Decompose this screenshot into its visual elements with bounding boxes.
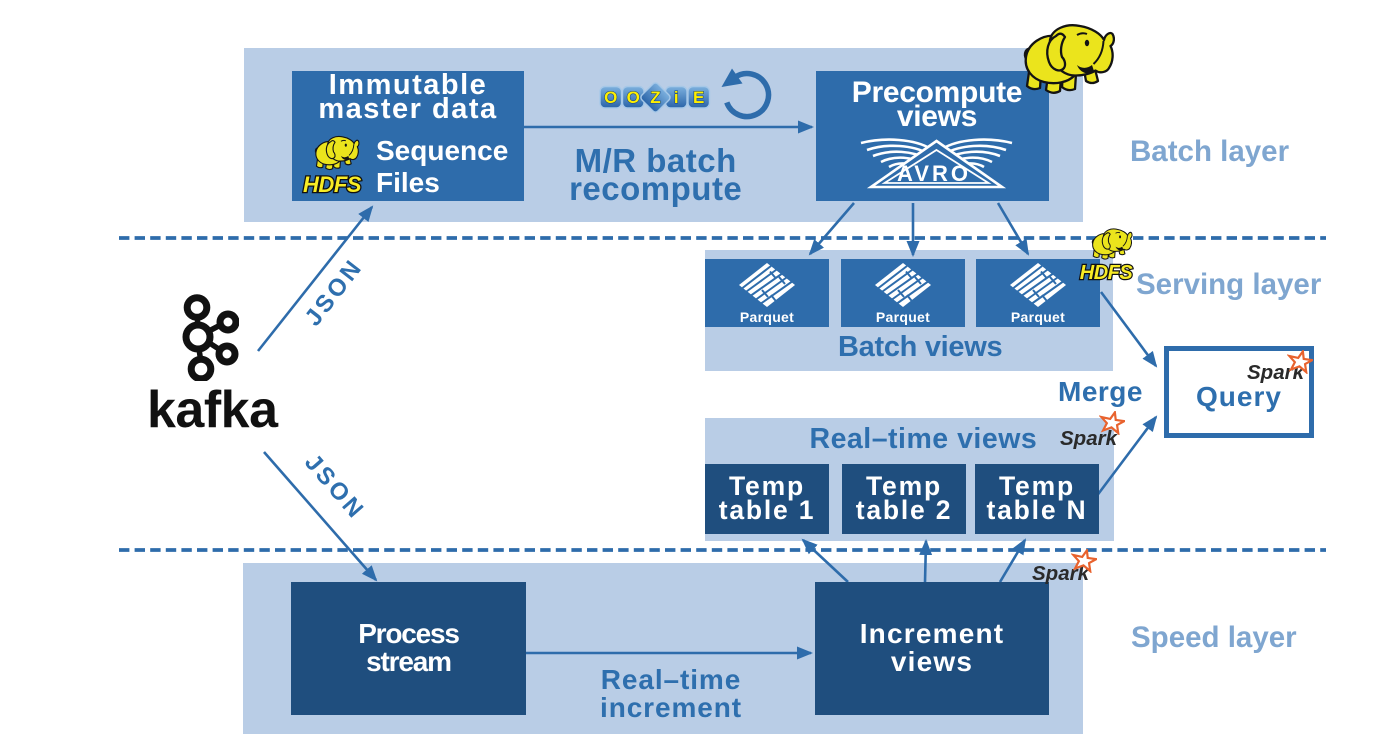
svg-text:O: O [604,88,617,107]
svg-text:Z: Z [650,88,660,107]
svg-text:JSON: JSON [299,449,370,525]
svg-text:E: E [693,88,704,107]
svg-text:HDFS: HDFS [303,172,362,197]
svg-text:AVRO: AVRO [897,161,971,186]
svg-text:JSON: JSON [300,254,369,332]
svg-text:i: i [674,88,679,107]
svg-text:HDFS: HDFS [1080,262,1134,284]
svg-text:O: O [627,88,640,107]
